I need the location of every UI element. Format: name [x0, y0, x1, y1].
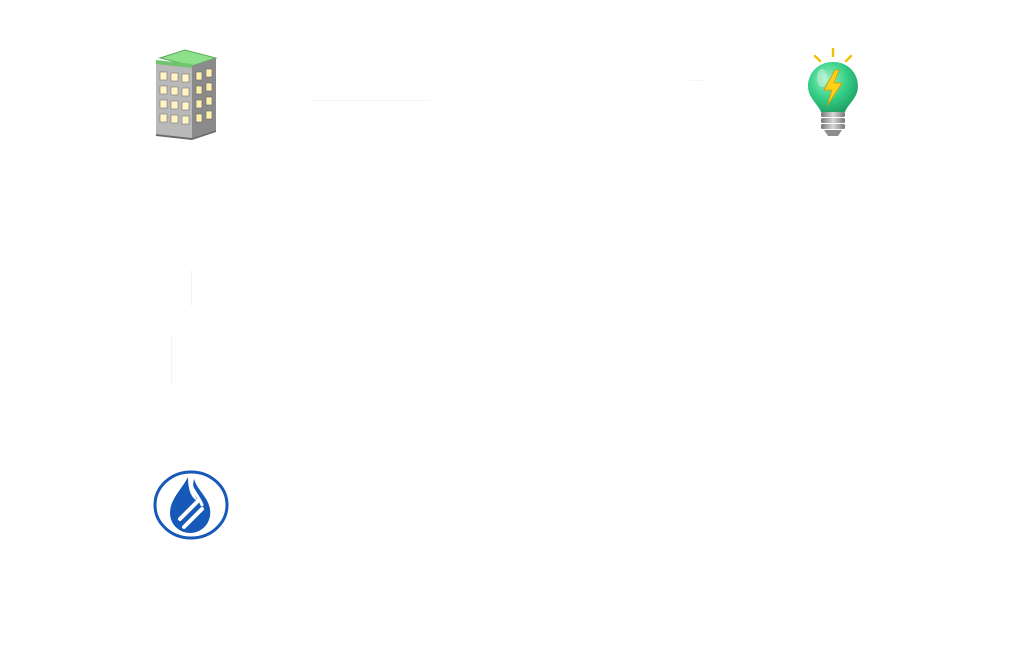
faint-divider	[171, 335, 172, 385]
building-icon[interactable]	[152, 48, 222, 140]
lightbulb-icon[interactable]	[802, 46, 864, 140]
faint-divider	[312, 100, 430, 101]
faint-divider	[690, 80, 704, 81]
building-icon-graphic	[156, 49, 218, 140]
flame-logo-icon-graphic	[153, 470, 229, 540]
lightbulb-icon-graphic	[808, 47, 858, 136]
flame-logo-icon[interactable]	[152, 469, 230, 541]
faint-divider	[191, 270, 192, 306]
